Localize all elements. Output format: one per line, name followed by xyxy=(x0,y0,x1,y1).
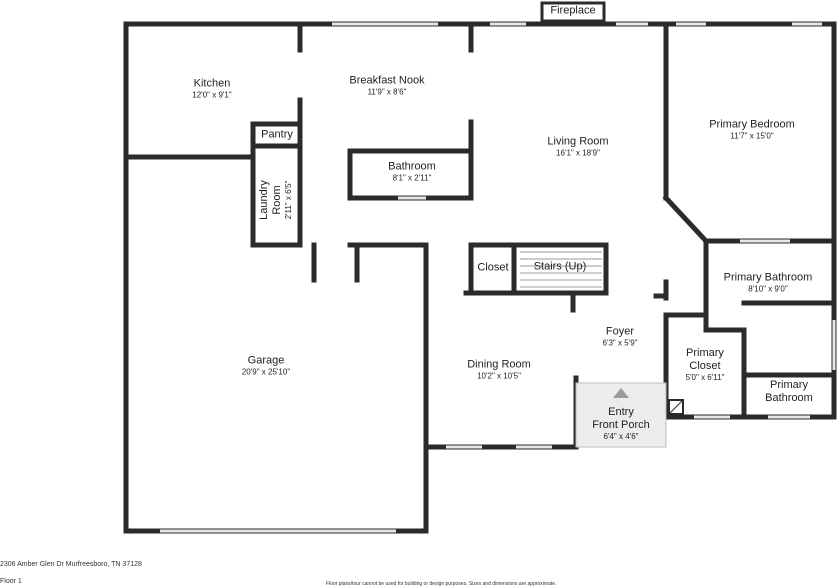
fireplace-hearth xyxy=(528,22,616,26)
primary-bathroom-2-label: Primary Bathroom xyxy=(765,379,813,405)
living-label: Living Room 16'1" x 18'9" xyxy=(547,136,608,159)
dining-label: Dining Room 10'2" x 10'5" xyxy=(467,359,531,382)
closet-label: Closet xyxy=(477,261,509,274)
primary-bathroom-dims: 8'10" x 9'0" xyxy=(748,284,788,294)
entry-label: Entry Front Porch 6'4" x 4'6" xyxy=(592,406,649,442)
primary-bedroom-name: Primary Bedroom xyxy=(709,118,795,131)
stairs-treads xyxy=(520,251,602,288)
entry-dims: 6'4" x 4'6" xyxy=(603,432,639,441)
breakfast-label: Breakfast Nook 11'9" x 8'6" xyxy=(349,75,424,98)
entry-name-1: Entry xyxy=(608,406,634,418)
kitchen-dims: 12'0" x 9'1" xyxy=(192,90,232,100)
dining-name: Dining Room xyxy=(467,358,531,371)
foyer-name: Foyer xyxy=(605,325,635,338)
laundry-label: Laundry Room 2'11" x 6'5" xyxy=(258,180,294,220)
garage-dims: 20'9" x 25'10" xyxy=(241,367,291,377)
living-name: Living Room xyxy=(547,135,609,148)
primary-closet-name-1: Primary xyxy=(686,347,724,359)
pantry-label: Pantry xyxy=(261,128,293,141)
porch-post-hatch xyxy=(669,400,683,414)
primary-bedroom-dims: 11'7" x 15'0" xyxy=(730,131,774,141)
primary-closet-name-2: Closet xyxy=(689,360,721,372)
footer-address: 2306 Amber Glen Dr Murfreesboro, TN 3712… xyxy=(0,561,142,568)
foyer-dims: 6'3" x 5'9" xyxy=(602,338,638,348)
laundry-name-2: Room xyxy=(271,185,283,215)
primary-bathroom-name: Primary Bathroom xyxy=(723,271,813,284)
primary-bathroom-label: Primary Bathroom 8'10" x 9'0" xyxy=(724,272,813,295)
primary-bathroom-2-name-2: Bathroom xyxy=(765,392,813,404)
stairs-label: Stairs (Up) xyxy=(533,260,587,273)
garage-name: Garage xyxy=(247,354,285,367)
footer-floor: Floor 1 xyxy=(0,578,22,585)
entry-arrow-icon xyxy=(613,388,629,398)
primary-closet-dims: 5'0" x 6'11" xyxy=(685,373,725,382)
kitchen-label: Kitchen 12'0" x 9'1" xyxy=(192,78,231,101)
foyer-label: Foyer 6'3" x 5'9" xyxy=(603,326,638,349)
laundry-name-1: Laundry xyxy=(258,180,270,220)
bathroom-dims: 8'1" x 2'11" xyxy=(392,173,432,183)
entry-name-2: Front Porch xyxy=(592,419,650,431)
kitchen-name: Kitchen xyxy=(193,77,231,90)
laundry-dims: 2'11" x 6'5" xyxy=(284,180,293,220)
footer-disclaimer: Floor plans/tour cannot be used for buil… xyxy=(326,581,557,587)
living-dims: 16'1" x 18'9" xyxy=(556,148,600,158)
bathroom-name: Bathroom xyxy=(388,160,436,173)
dining-dims: 10'2" x 10'5" xyxy=(477,371,521,381)
porch-area xyxy=(575,382,667,448)
bathroom-label: Bathroom 8'1" x 2'11" xyxy=(388,161,436,184)
fireplace-box xyxy=(540,1,606,23)
primary-bathroom-2-name-1: Primary xyxy=(770,379,808,391)
primary-bedroom-label: Primary Bedroom 11'7" x 15'0" xyxy=(709,119,795,142)
breakfast-dims: 11'9" x 8'6" xyxy=(367,87,407,97)
garage-label: Garage 20'9" x 25'10" xyxy=(242,355,290,378)
fireplace-label: Fireplace xyxy=(550,4,596,17)
windows xyxy=(160,22,836,533)
breakfast-name: Breakfast Nook xyxy=(349,74,425,87)
primary-closet-label: Primary Closet 5'0" x 6'11" xyxy=(686,347,725,383)
